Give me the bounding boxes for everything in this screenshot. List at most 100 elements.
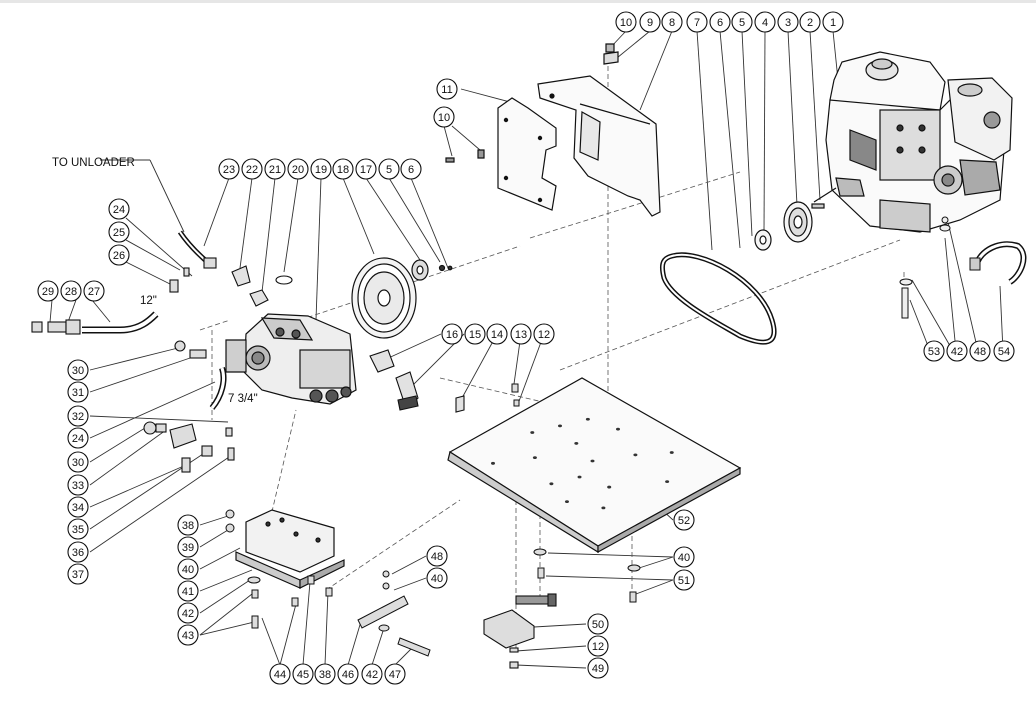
callout-circle — [241, 158, 263, 180]
callout-number: 35 — [72, 524, 84, 536]
plate-hole — [574, 442, 579, 445]
to-unloader-label: TO UNLOADER — [52, 157, 135, 169]
callout-c3: 3 — [777, 11, 799, 33]
callout-circle — [67, 405, 89, 427]
callout-circle — [673, 569, 695, 591]
callout-number: 32 — [72, 411, 84, 423]
callout-circle — [777, 11, 799, 33]
callout-circle — [639, 11, 661, 33]
callout-c47: 47 — [384, 663, 406, 685]
callout-c49: 49 — [587, 657, 609, 679]
callout-circle — [37, 280, 59, 302]
callout-number: 46 — [342, 669, 354, 681]
callout-number: 14 — [491, 329, 503, 341]
callout-c16: 16 — [441, 323, 463, 345]
callout-number: 12 — [538, 329, 550, 341]
callout-number: 6 — [717, 17, 723, 29]
callout-c37: 37 — [67, 563, 89, 585]
callout-number: 16 — [446, 329, 458, 341]
callout-circle — [269, 663, 291, 685]
callout-number: 28 — [65, 286, 77, 298]
callout-circle — [67, 359, 89, 381]
callout-c21: 21 — [264, 158, 286, 180]
callout-number: 6 — [408, 164, 414, 176]
small-fittings-left — [31, 257, 235, 473]
callout-circle — [177, 536, 199, 558]
callout-circle — [673, 546, 695, 568]
callout-c25: 25 — [108, 221, 130, 243]
callout-circle — [946, 340, 968, 362]
callout-c10b: 10 — [433, 106, 455, 128]
callout-c44: 44 — [269, 663, 291, 685]
callout-c38a: 38 — [177, 514, 199, 536]
callout-number: 21 — [269, 164, 281, 176]
callout-number: 54 — [998, 346, 1010, 358]
hose-length-12-label: 12" — [140, 295, 157, 307]
callout-circle — [686, 11, 708, 33]
belt-guard — [537, 43, 661, 217]
callout-number: 4 — [762, 17, 768, 29]
callout-c53: 53 — [923, 340, 945, 362]
callout-c31: 31 — [67, 381, 89, 403]
callout-c30a: 30 — [67, 359, 89, 381]
callout-circle — [67, 474, 89, 496]
callout-circle — [332, 158, 354, 180]
leader-lines — [49, 30, 1004, 669]
callout-number: 24 — [113, 204, 125, 216]
callout-number: 51 — [678, 575, 690, 587]
callout-circle — [83, 280, 105, 302]
callout-c19: 19 — [310, 158, 332, 180]
callout-c13: 13 — [510, 323, 532, 345]
engine-pulley — [754, 201, 825, 251]
callout-circle — [67, 563, 89, 585]
callout-circle — [218, 158, 240, 180]
pump-pulley — [351, 257, 453, 339]
callout-circle — [361, 663, 383, 685]
callout-circle — [754, 11, 776, 33]
callout-number: 42 — [182, 608, 194, 620]
callout-number: 19 — [315, 164, 327, 176]
callout-circle — [67, 496, 89, 518]
callout-number: 42 — [366, 669, 378, 681]
callout-c24a: 24 — [108, 198, 130, 220]
callout-number: 12 — [592, 641, 604, 653]
callout-number: 42 — [951, 346, 963, 358]
callout-c41: 41 — [177, 580, 199, 602]
plate-hole — [558, 424, 562, 428]
callout-c34: 34 — [67, 496, 89, 518]
callout-circle — [433, 106, 455, 128]
callout-circle — [177, 514, 199, 536]
switch-box — [483, 593, 557, 669]
callout-circle — [378, 158, 400, 180]
callout-c18: 18 — [332, 158, 354, 180]
callout-number: 3 — [785, 17, 791, 29]
callout-c11: 11 — [436, 78, 458, 100]
callout-number: 15 — [469, 329, 481, 341]
callout-number: 38 — [319, 669, 331, 681]
callout-number: 9 — [647, 17, 653, 29]
callout-c42c: 42 — [361, 663, 383, 685]
callout-c27: 27 — [83, 280, 105, 302]
callout-c12b: 12 — [587, 635, 609, 657]
callout-number: 36 — [72, 547, 84, 559]
callout-circle — [587, 635, 609, 657]
callout-number: 27 — [88, 286, 100, 298]
callout-circle — [426, 567, 448, 589]
callout-number: 13 — [515, 329, 527, 341]
callout-c6b: 6 — [400, 158, 422, 180]
callout-circle — [661, 11, 683, 33]
callout-c22: 22 — [241, 158, 263, 180]
base-plate-holes — [491, 417, 674, 510]
plate-hole — [669, 451, 674, 454]
callout-number: 40 — [182, 564, 194, 576]
callout-circle — [60, 280, 82, 302]
callout-c20: 20 — [287, 158, 309, 180]
callout-number: 47 — [389, 669, 401, 681]
callout-c45: 45 — [292, 663, 314, 685]
callout-c15: 15 — [464, 323, 486, 345]
callout-circle — [993, 340, 1015, 362]
plate-hole — [530, 431, 535, 434]
callout-number: 18 — [337, 164, 349, 176]
callout-number: 38 — [182, 520, 194, 532]
callout-c24b: 24 — [67, 427, 89, 449]
